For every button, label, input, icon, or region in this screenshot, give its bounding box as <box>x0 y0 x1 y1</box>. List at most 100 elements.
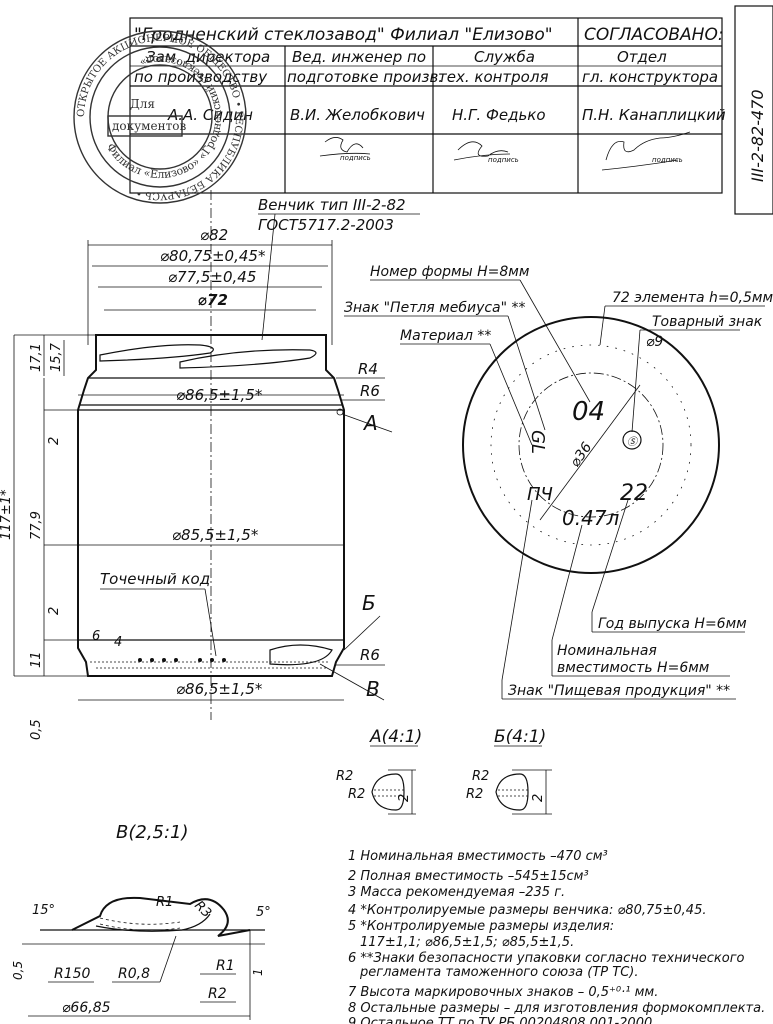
dim-6: 6 <box>92 629 100 644</box>
name-1: А.А. Сидин <box>167 106 253 124</box>
thread-2 <box>179 349 317 369</box>
note-5b: 117±1,1; ⌀86,5±1,5; ⌀85,5±1,5. <box>360 935 574 950</box>
dot-code-marks <box>138 658 226 662</box>
detail-v-0-5: 0,5 <box>11 961 25 980</box>
label-trademark: Товарный знак <box>652 314 763 330</box>
bottom-outline <box>462 316 720 574</box>
sig-caption-3: подпись <box>488 156 519 164</box>
label-year: Год выпуска H=6мм <box>598 616 747 632</box>
engraved-diameter: ⌀36 <box>567 440 595 471</box>
engraved-material: GL <box>527 430 548 454</box>
detail-v-d66: ⌀66,85 <box>62 1000 111 1016</box>
role-1a: Зам. директора <box>146 48 270 66</box>
detail-a-title: А(4:1) <box>369 727 422 747</box>
label-elements: 72 элемента h=0,5мм <box>612 290 773 306</box>
engraved-mould: 04 <box>572 397 605 427</box>
dim-2a: 2 <box>47 437 62 445</box>
label-trademark-dia: ⌀9 <box>646 334 663 350</box>
note-6: 6 **Знаки безопасности упаковки согласно… <box>348 951 745 966</box>
stamp-center-1: Для <box>130 97 155 111</box>
note-9: 9 Остальное ТТ по ТУ РБ 00204808.001-200… <box>348 1016 652 1024</box>
dim-117: 117±1* <box>0 489 14 540</box>
detail-b-r2-2: R2 <box>466 787 483 802</box>
detail-v-15deg: 15° <box>32 903 55 918</box>
label-mobius: Знак "Петля мебиуса" ** <box>344 300 526 316</box>
detail-a: А(4:1) R2 R2 2 <box>336 727 422 815</box>
name-4: П.Н. Канаплицкий <box>582 106 726 124</box>
dim-0-5: 0,5 <box>29 719 44 740</box>
radius-r6-bottom: R6 <box>360 646 380 664</box>
role-1b: по производству <box>134 68 268 86</box>
detail-v-5deg: 5° <box>256 905 271 920</box>
radius-r4: R4 <box>358 360 378 378</box>
engraved-food: ПЧ <box>527 484 553 505</box>
detail-v: В(2,5:1) 15° R1 R3 5° 0,5 R150 R0,8 R1 R… <box>11 822 271 1020</box>
dim-d80: ⌀80,75±0,45* <box>160 247 266 265</box>
engraved-capacity: 0.47л <box>562 506 620 530</box>
note-2: 2 Полная вместимость –545±15см³ <box>348 869 589 884</box>
dim-body: ⌀85,5±1,5* <box>172 526 259 544</box>
finish-note-1: Венчик тип III-2-82 <box>258 196 406 214</box>
signature-4 <box>601 131 691 171</box>
name-2: В.И. Желобкович <box>290 106 425 124</box>
jar-side-view: Венчик тип III-2-82 ГОСТ5717.2-2003 ⌀82 … <box>0 190 420 740</box>
role-4b: гл. конструктора <box>582 68 718 86</box>
note-1: 1 Номинальная вместимость –470 см³ <box>348 849 608 864</box>
dim-d82: ⌀82 <box>200 226 228 244</box>
callout-v: В <box>366 677 380 701</box>
jar-bottom-view: ⌀36 04 0.47л 22 GL ПЧ Ⓢ Номер формы H=8м… <box>344 264 773 700</box>
role-3a: Служба <box>474 48 535 66</box>
signature-3 <box>453 141 511 161</box>
role-4a: Отдел <box>617 48 667 66</box>
engraved-year: 22 <box>620 481 648 506</box>
detail-v-r150: R150 <box>54 966 91 982</box>
detail-a-2: 2 <box>397 794 412 802</box>
stamp-center-2: документов <box>112 119 186 133</box>
signature-2 <box>319 137 371 157</box>
role-2a: Вед. инженер по <box>292 48 426 66</box>
label-food: Знак "Пищевая продукция" ** <box>508 683 730 699</box>
sig-caption-2: подпись <box>340 154 371 162</box>
dim-11: 11 <box>29 651 44 668</box>
dim-4: 4 <box>114 635 122 650</box>
drawing-code: III-2-82-470 <box>748 89 767 182</box>
callout-b: Б <box>362 591 376 615</box>
dim-77-9: 77,9 <box>29 511 44 540</box>
detail-v-r08: R0,8 <box>118 966 150 982</box>
jar-outline <box>77 334 345 677</box>
callout-a: А <box>362 411 378 435</box>
note-7: 7 Высота маркировочных знаков – 0,5⁺⁰·¹ … <box>348 985 658 1000</box>
label-material: Материал ** <box>400 328 491 344</box>
role-2b: подготовке произв. <box>287 68 443 86</box>
detail-v-r1a: R1 <box>156 895 173 910</box>
trademark-glyph: Ⓢ <box>627 436 639 448</box>
technical-notes: 1 Номинальная вместимость –470 см³ 2 Пол… <box>348 849 765 1024</box>
detail-v-r2: R2 <box>208 986 227 1002</box>
detail-a-r2-1: R2 <box>336 769 353 784</box>
dim-17-1: 17,1 <box>29 343 44 372</box>
dim-d72: ⌀72 <box>198 291 228 309</box>
dim-2b: 2 <box>47 607 62 615</box>
dot-code-label: Точечный код <box>100 570 210 588</box>
org-name: "Гродненский стеклозавод" Филиал "Елизов… <box>134 25 553 45</box>
detail-b-r2-1: R2 <box>472 769 489 784</box>
detail-b: Б(4:1) R2 R2 2 <box>466 727 552 815</box>
base-section <box>269 644 333 666</box>
note-3: 3 Масса рекомендуемая –235 г. <box>348 885 565 900</box>
note-8: 8 Остальные размеры – для изготовления ф… <box>348 1001 765 1016</box>
thread-1 <box>99 344 214 362</box>
detail-v-r1b: R1 <box>216 958 235 974</box>
detail-a-r2-2: R2 <box>348 787 365 802</box>
detail-v-title: В(2,5:1) <box>116 822 189 843</box>
dim-d77: ⌀77,5±0,45 <box>168 268 256 286</box>
title-block: "Гродненский стеклозавод" Филиал "Елизов… <box>129 5 773 215</box>
label-mould: Номер формы H=8мм <box>370 264 530 280</box>
dim-bottom: ⌀86,5±1,5* <box>176 680 263 698</box>
detail-b-2: 2 <box>531 794 546 802</box>
role-3b: тех. контроля <box>438 68 548 86</box>
label-capacity-1: Номинальная <box>557 643 657 659</box>
element-ring <box>490 344 692 546</box>
label-capacity-2: вместимость H=6мм <box>557 660 710 676</box>
detail-v-1: 1 <box>251 968 265 976</box>
